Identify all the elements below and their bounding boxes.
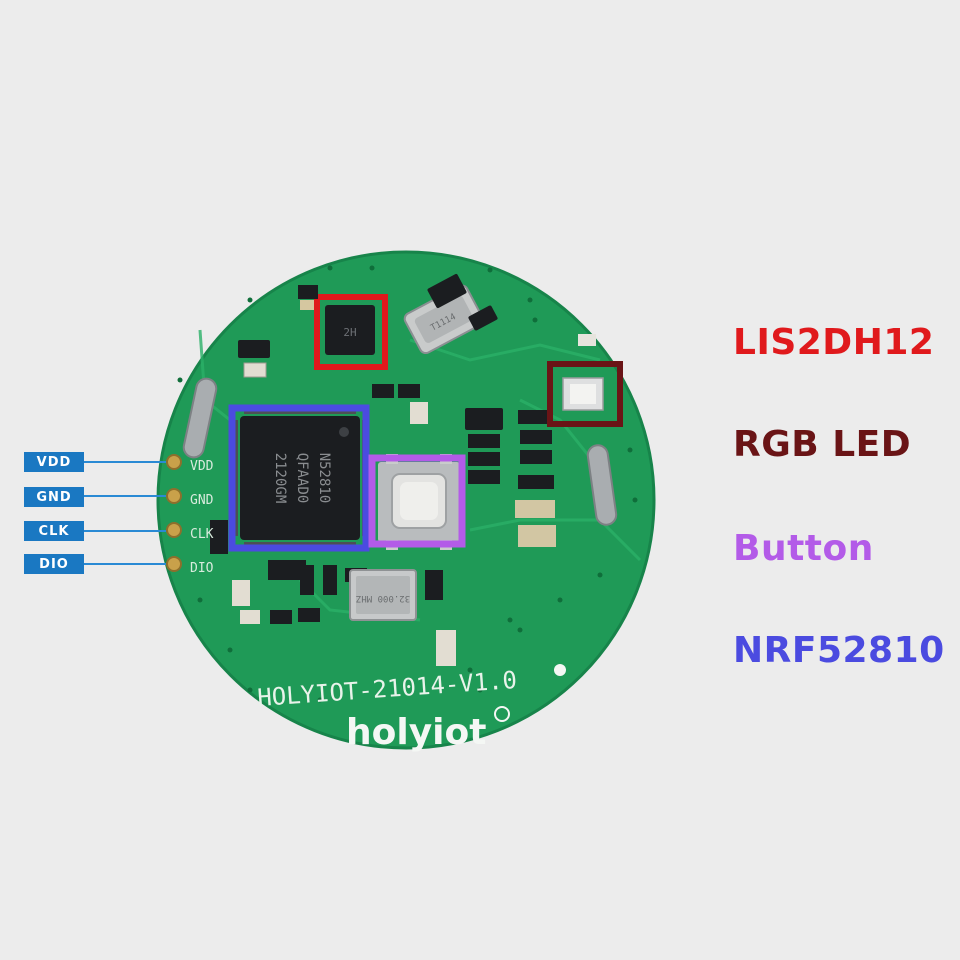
svg-text:DIO: DIO xyxy=(190,561,214,576)
pin-label-dio: DIO xyxy=(24,554,84,574)
pin-leader-lines xyxy=(84,461,166,565)
pin-label-vdd: VDD xyxy=(24,452,84,472)
edge-pads xyxy=(166,454,182,572)
accelerometer-chip xyxy=(325,305,375,355)
crystal-marking: 32.000 MHZ xyxy=(355,593,410,603)
legend-button: Button xyxy=(733,528,874,569)
button-highlight-box xyxy=(368,454,466,548)
svg-text:GND: GND xyxy=(190,493,214,508)
chip-marking-2: QFAAD0 xyxy=(294,453,310,504)
pad-silkscreen: VDD GND CLK DIO xyxy=(190,459,214,576)
solder-pad-right xyxy=(586,444,618,526)
svg-text:2H: 2H xyxy=(343,326,356,339)
soc-highlight-box xyxy=(228,404,370,552)
accelerometer-highlight-box xyxy=(314,294,388,370)
legend-nrf52810: NRF52810 xyxy=(733,630,945,671)
soc-chip xyxy=(240,416,360,540)
pin-label-clk: CLK xyxy=(24,521,84,541)
solder-pad-left xyxy=(182,377,218,459)
crystal-top: T1114 xyxy=(403,284,484,355)
led-highlight-box xyxy=(547,361,623,427)
legend-rgb-led: RGB LED xyxy=(733,424,912,465)
svg-text:CLK: CLK xyxy=(190,527,214,542)
legend-lis2dh12: LIS2DH12 xyxy=(733,322,935,363)
holyiot-logo: holyiot xyxy=(346,712,486,753)
pcb-vias xyxy=(177,265,638,703)
pin-label-gnd: GND xyxy=(24,487,84,507)
svg-text:VDD: VDD xyxy=(190,459,214,474)
chip-marking-1: N52810 xyxy=(316,453,332,504)
chip-marking-3: 2120GM xyxy=(272,453,288,504)
